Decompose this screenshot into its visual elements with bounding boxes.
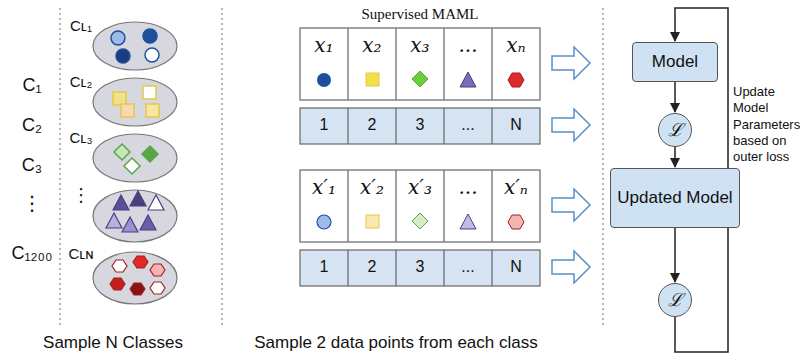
- label-cell: 1: [300, 116, 348, 134]
- label-cell: 2: [348, 116, 396, 134]
- input-cell: x₂: [348, 34, 396, 56]
- node-text: ℒ: [668, 120, 683, 140]
- block-arrows: [552, 47, 590, 283]
- query-input-cell: ...: [444, 176, 492, 198]
- class-label: C₂: [8, 116, 56, 136]
- label-cell: 2: [348, 258, 396, 276]
- label-cell: N: [492, 258, 540, 276]
- loss-circle: ℒ: [658, 113, 692, 147]
- connector: [674, 147, 676, 167]
- loop-note: Update Model Parameters based on outer l…: [733, 84, 799, 165]
- class-ellipses: [93, 22, 177, 304]
- class-label: C₃: [8, 156, 56, 176]
- class-label: C₁₂₀₀: [8, 244, 56, 264]
- label-cell: 3: [396, 258, 444, 276]
- connector: [674, 82, 676, 112]
- caption-text: Sample N Classes: [8, 334, 218, 353]
- input-cell: ...: [444, 34, 492, 56]
- sampled-class-label: Cʟ₁: [64, 18, 98, 35]
- label-cell: ...: [444, 258, 492, 276]
- connector: [674, 228, 676, 282]
- class-label: ⋮: [8, 192, 56, 214]
- query-input-cell: x′ₙ: [492, 176, 540, 198]
- sampled-class-label: Cʟ₃: [64, 130, 98, 147]
- query-input-cell: x′₂: [348, 176, 396, 198]
- label-cell: N: [492, 116, 540, 134]
- sampled-class-label: Cʟɴ: [64, 246, 98, 263]
- label-cell: 3: [396, 116, 444, 134]
- node-text: Updated Model: [617, 189, 732, 208]
- class-label: C₁: [8, 76, 56, 96]
- node-text: ℒ: [668, 290, 683, 310]
- label-cell: 1: [300, 258, 348, 276]
- input-cell: x₁: [300, 34, 348, 56]
- label-cell: ...: [444, 116, 492, 134]
- query-input-cell: x′₃: [396, 176, 444, 198]
- data-table: [300, 28, 540, 286]
- process-box: Updated Model: [610, 168, 740, 228]
- separator: [221, 8, 222, 328]
- diagram-title: Supervised MAML: [300, 6, 540, 23]
- sampled-class-label: ⋮: [64, 186, 98, 206]
- separator: [602, 8, 603, 328]
- sampled-class-label: Cʟ₂: [64, 74, 98, 91]
- loss-circle: ℒ: [658, 283, 692, 317]
- separator: [59, 8, 60, 328]
- query-input-cell: x′₁: [300, 176, 348, 198]
- node-text: Model: [652, 53, 698, 72]
- input-cell: x₃: [396, 34, 444, 56]
- caption-text: Sample 2 data points from each class: [226, 334, 566, 353]
- process-box: Model: [632, 42, 718, 82]
- input-cell: xₙ: [492, 34, 540, 56]
